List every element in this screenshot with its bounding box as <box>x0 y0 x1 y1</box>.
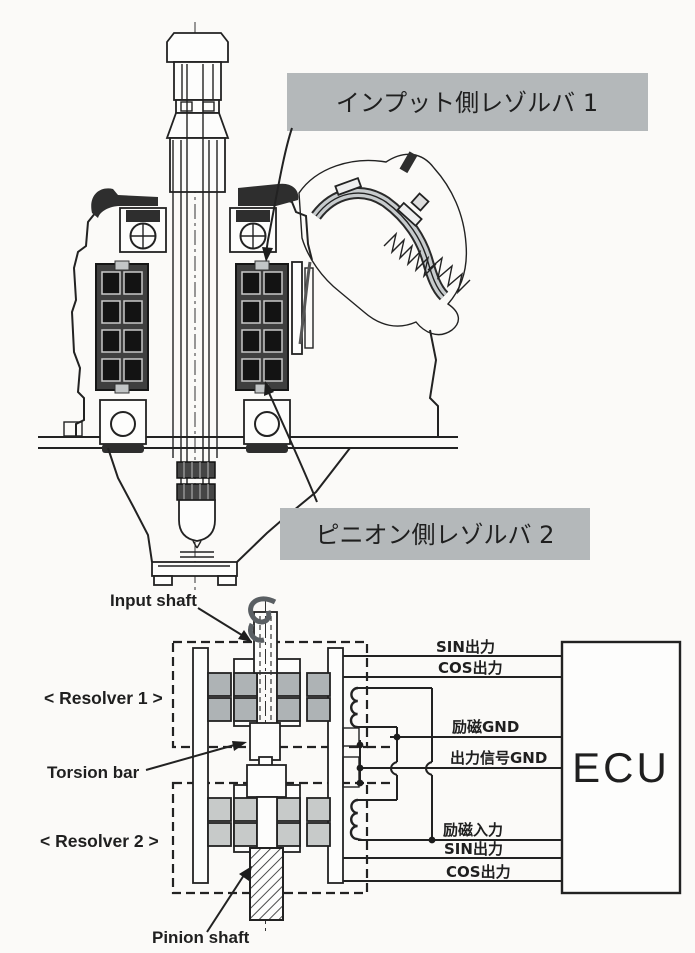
callout-pinion-resolver-label: ピニオン側レゾルバ 2 <box>316 521 555 549</box>
steering-shaft <box>172 64 218 500</box>
callout-box-pinion-resolver <box>280 508 590 560</box>
seal-cap-right <box>238 183 299 206</box>
wire-label-sin2: SIN出力 <box>444 840 503 858</box>
coupling-block <box>246 764 287 798</box>
callout-arrow-1-head <box>262 247 273 262</box>
pinion-shaft-shape <box>249 847 284 921</box>
lower-bearing-right <box>243 399 291 453</box>
stator-block-left <box>95 260 149 394</box>
shaft-stack <box>246 596 287 933</box>
rotary-transformer-coil-1 <box>349 686 359 729</box>
clamp-2 <box>396 201 423 228</box>
torsion-bar-shape <box>249 722 281 761</box>
rotary-transformer-coil-2 <box>349 798 359 841</box>
cone-left <box>107 447 153 563</box>
stud <box>399 151 418 174</box>
upper-bearing-right <box>229 207 277 253</box>
clamp-1 <box>334 176 363 196</box>
wire-label-excitation-gnd: 励磁GND <box>452 718 519 736</box>
resolver1-label: < Resolver 1 > <box>44 688 163 708</box>
ecu-label: ECU <box>572 744 670 791</box>
wire-label-output-signal-gnd: 出力信号GND <box>450 749 547 767</box>
housing-right-outline <box>428 329 439 437</box>
torsion-bar-label: Torsion bar <box>47 763 140 782</box>
lower-bearing-left <box>99 399 147 453</box>
wire-label-excitation-input: 励磁入力 <box>443 821 503 839</box>
input-shaft-leader <box>197 607 246 638</box>
stator-bar-left <box>192 647 209 884</box>
wire-label-cos1: COS出力 <box>438 659 503 677</box>
connector-assembly <box>291 151 471 355</box>
callout-input-resolver-label: インプット側レゾルバ 1 <box>336 89 598 117</box>
corrugated-boot-2 <box>427 256 471 295</box>
schematic-diagram: ECU Input shaft < Resolver 1 > Torsion b… <box>40 591 682 947</box>
ecu-box <box>560 640 682 895</box>
seal-cap-left <box>91 188 158 218</box>
torsion-bar-leader <box>145 743 239 771</box>
resolver2-label: < Resolver 2 > <box>40 831 159 851</box>
wire-label-sin1: SIN出力 <box>436 638 495 656</box>
wire-label-cos2: COS出力 <box>446 863 511 881</box>
callout-box-input-resolver <box>287 73 648 131</box>
wire-hop-1 <box>425 761 433 776</box>
input-shaft-top <box>165 32 230 193</box>
housing-left-outline <box>70 211 97 437</box>
schematic-leaders <box>145 607 252 933</box>
steering-joint-symbol <box>248 596 277 625</box>
worm-spline-section <box>176 461 216 549</box>
pinion-shaft-label: Pinion shaft <box>152 928 250 947</box>
pinion-shaft-leader <box>206 871 247 933</box>
cross-section-drawing: インプット側レゾルバ 1 ピニオン側レゾルバ 2 <box>38 22 648 592</box>
stator-block-right <box>235 260 289 394</box>
callout-arrow-2-line <box>265 385 318 503</box>
resolver1-coils <box>207 672 331 722</box>
bottom-flange <box>151 551 238 586</box>
wiring <box>342 655 562 882</box>
upper-bearing-left <box>119 207 167 253</box>
input-shaft-label: Input shaft <box>110 591 197 610</box>
corrugated-boot-1 <box>383 231 437 279</box>
wire-hop-2 <box>390 761 398 776</box>
bolt <box>410 192 430 212</box>
callout-arrow-2-head <box>264 381 274 396</box>
